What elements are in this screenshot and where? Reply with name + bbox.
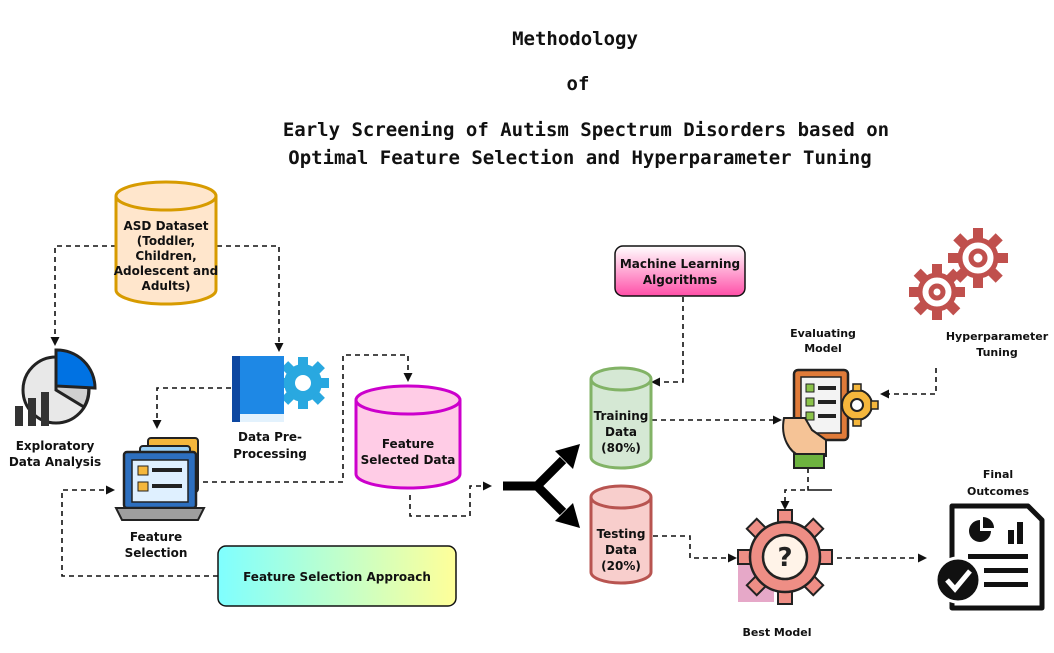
testing-label-3: (20%) [601,559,641,573]
feature-selection-approach-label: Feature Selection Approach [243,570,431,584]
edge-dataset-to-preprocessing [217,245,284,352]
gears-icon [909,228,1008,320]
connectors [50,245,937,577]
asd-dataset-label-1: ASD Dataset [124,219,209,233]
ml-label-1: Machine Learning [620,257,740,271]
fsd-label-2: Selected Data [361,453,456,467]
training-label-1: Training [594,409,649,423]
edge-testing-to-best-model [653,535,737,563]
edge-dataset-to-eda [50,245,116,346]
report-check-icon [934,503,1045,611]
ml-label-2: Algorithms [643,273,717,287]
title-line-3: Early Screening of Autism Spectrum Disor… [283,119,889,141]
title-line-4: Optimal Feature Selection and Hyperparam… [288,147,871,169]
final-outcomes-label-2: Outcomes [967,485,1029,498]
training-data-cylinder: Training Data (80%) [589,366,653,470]
svg-text:?: ? [777,543,792,573]
asd-dataset-cylinder: ASD Dataset (Toddler, Children, Adolesce… [114,180,218,306]
best-model-label: Best Model [742,626,811,639]
eda-label-2: Data Analysis [9,455,101,469]
edge-evaluating-to-best-model [785,468,832,508]
preprocessing-label-2: Processing [233,447,307,461]
testing-data-cylinder: Testing Data (20%) [589,484,653,585]
asd-dataset-label-4: Adolescent and [114,264,218,278]
testing-label-2: Data [605,543,637,557]
laptop-checklist-icon [114,437,206,521]
preprocessing-label-1: Data Pre- [238,430,302,444]
question-gear-icon: ? [737,509,833,605]
edge-hyperparameter-to-evaluating [880,368,937,399]
asd-dataset-label-2: (Toddler, [137,234,195,248]
title-line-1: Methodology [512,28,638,50]
edge-fsd-to-split [409,481,492,517]
training-label-3: (80%) [601,441,641,455]
asd-dataset-label-3: Children, [135,249,196,263]
hyperparameter-label-2: Tuning [976,346,1017,359]
ml-algorithms-box [614,245,746,297]
training-label-2: Data [605,425,637,439]
feature-selection-label-2: Selection [125,546,188,560]
evaluating-label-2: Model [804,342,842,355]
book-gear-icon [232,356,329,422]
hyperparameter-label-1: Hyperparameter [946,330,1049,343]
fsd-label-1: Feature [382,437,434,451]
split-arrow-icon [503,444,580,528]
edge-ml-to-training [651,297,684,387]
eda-label-1: Exploratory [16,439,95,453]
pie-chart-icon [15,348,97,426]
feature-selection-approach-box [217,545,457,607]
title-line-2: of [567,73,590,95]
testing-label-1: Testing [597,527,646,541]
checklist-hand-gear-icon [782,368,879,469]
evaluating-label-1: Evaluating [790,327,856,340]
edge-approach-to-feature-selection [61,485,218,577]
edge-preprocessing-to-feature-selection [152,387,231,429]
edge-feature-selection-to-fsd [203,354,413,483]
feature-selected-data-cylinder: Feature Selected Data [354,384,462,490]
asd-dataset-label-5: Adults) [142,279,191,293]
feature-selection-label-1: Feature [130,530,182,544]
final-outcomes-label-1: Final [983,468,1013,481]
